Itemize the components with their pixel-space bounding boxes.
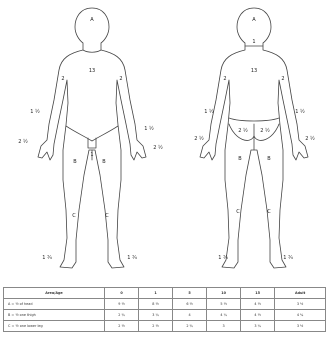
table-cell-area: B = ½ one thigh xyxy=(4,310,105,321)
front-left-forearm-label: 1 ½ xyxy=(144,125,154,132)
back-left-leg-label: C xyxy=(267,209,271,215)
table-cell: 3 ¼ xyxy=(241,321,275,332)
back-left-arm-label: 2 xyxy=(281,76,284,82)
table-cell: 3 ¼ xyxy=(139,310,173,321)
table-cell: 4 ¾ xyxy=(275,310,326,321)
age-area-table: Area/Age 0 1 5 10 15 Adult A = ½ of head… xyxy=(3,287,326,332)
front-trunk-label: 13 xyxy=(89,68,95,74)
front-body-figure xyxy=(38,8,146,268)
table-cell: 3 xyxy=(207,321,241,332)
back-head-label: A xyxy=(252,17,256,23)
back-right-foot-label: 1 ¾ xyxy=(218,255,228,261)
table-cell: 2 ½ xyxy=(105,321,139,332)
front-left-foot-label: 1 ¾ xyxy=(127,255,137,261)
front-right-foot-label: 1 ¾ xyxy=(42,255,52,261)
back-right-forearm-label: 1 ½ xyxy=(204,108,214,115)
table-header-cell: Adult xyxy=(275,288,326,299)
front-right-thigh-label: B xyxy=(73,159,77,165)
back-right-thigh-label: B xyxy=(238,156,242,162)
table-cell-area: A = ½ of head xyxy=(4,299,105,310)
table-header-cell: 0 xyxy=(105,288,139,299)
table-header-cell: Area/Age xyxy=(4,288,105,299)
back-trunk-label: 13 xyxy=(251,68,257,74)
front-right-arm-label: 2 xyxy=(61,76,64,82)
table-header-cell: 15 xyxy=(241,288,275,299)
table-cell: 6 ½ xyxy=(173,299,207,310)
table-cell: 3 ½ xyxy=(275,321,326,332)
front-body-outline xyxy=(38,8,146,268)
table-cell: 9 ½ xyxy=(105,299,139,310)
table-cell: 4 ½ xyxy=(241,299,275,310)
front-left-leg-label: C xyxy=(105,213,109,219)
back-neck-label: 1 xyxy=(252,39,255,45)
table-cell: 2 ½ xyxy=(139,321,173,332)
table-cell: 5 ½ xyxy=(207,299,241,310)
table-row: C = ½ one lower leg 2 ½ 2 ½ 2 ¾ 3 3 ¼ 3 … xyxy=(4,321,326,332)
back-right-buttock-label: 2 ½ xyxy=(260,127,270,134)
front-left-hand-label: 2 ½ xyxy=(153,144,163,151)
table-cell: 2 ¾ xyxy=(105,310,139,321)
front-genitalia-label: 1 xyxy=(90,152,93,158)
back-right-leg-label: C xyxy=(236,209,240,215)
back-left-hand-label: 2 ½ xyxy=(305,135,315,142)
table-cell: 3 ½ xyxy=(275,299,326,310)
table-header-cell: 5 xyxy=(173,288,207,299)
table-cell: 4 ¼ xyxy=(207,310,241,321)
back-left-forearm-label: 1 ½ xyxy=(295,108,305,115)
table-cell-area: C = ½ one lower leg xyxy=(4,321,105,332)
front-right-hand-label: 2 ½ xyxy=(18,138,28,145)
front-neck-line xyxy=(83,50,101,52)
back-left-foot-label: 1 ¾ xyxy=(283,255,293,261)
back-body-figure xyxy=(200,8,308,268)
back-left-thigh-label: B xyxy=(267,156,271,162)
table-header-cell: 10 xyxy=(207,288,241,299)
table-cell: 2 ¾ xyxy=(173,321,207,332)
back-waist-line xyxy=(229,118,279,121)
table-cell: 4 ½ xyxy=(241,310,275,321)
table-row: A = ½ of head 9 ½ 8 ½ 6 ½ 5 ½ 4 ½ 3 ½ xyxy=(4,299,326,310)
table-header-row: Area/Age 0 1 5 10 15 Adult xyxy=(4,288,326,299)
table-cell: 4 xyxy=(173,310,207,321)
back-right-arm-label: 2 xyxy=(223,76,226,82)
table-header-cell: 1 xyxy=(139,288,173,299)
table-row: B = ½ one thigh 2 ¾ 3 ¼ 4 4 ¼ 4 ½ 4 ¾ xyxy=(4,310,326,321)
back-left-buttock-label: 2 ½ xyxy=(238,127,248,134)
front-head-label: A xyxy=(90,17,94,23)
table-cell: 8 ½ xyxy=(139,299,173,310)
back-right-hand-label: 2 ½ xyxy=(194,135,204,142)
front-left-arm-label: 2 xyxy=(119,76,122,82)
front-right-leg-label: C xyxy=(72,213,76,219)
front-left-thigh-label: B xyxy=(102,159,106,165)
body-diagrams: A 13 2 2 1 ½ 1 ½ 2 ½ 2 ½ 1 B B C C 1 ¾ 1… xyxy=(0,0,329,285)
front-right-forearm-label: 1 ½ xyxy=(30,108,40,115)
front-groin-line xyxy=(66,126,118,141)
